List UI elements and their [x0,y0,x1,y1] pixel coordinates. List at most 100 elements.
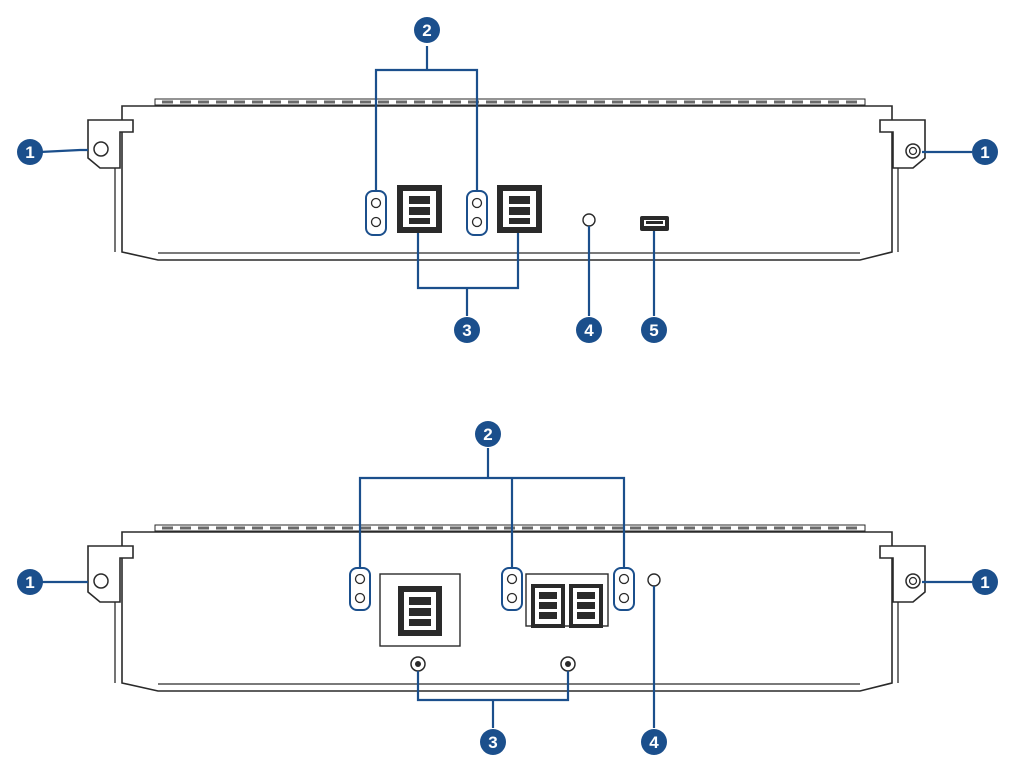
top-grille-slot [234,100,245,104]
bottom-grille-slot [162,526,173,530]
bottom-grille-slot [666,526,677,530]
top-grille-slot [540,100,551,104]
bottom-led-pair-left [349,567,371,611]
top-port-left[interactable] [397,185,442,233]
top-grille-slot [342,100,353,104]
top-grille-slot [522,100,533,104]
bottom-status-indicator [647,573,661,587]
svg-text:1: 1 [25,143,34,162]
bottom-grille-slot [198,526,209,530]
top-grille-slot [288,100,299,104]
bottom-callout-handle-right: 1 [972,569,998,595]
bottom-callout-status-indicator: 4 [641,729,667,755]
bottom-grille-slot [576,526,587,530]
bottom-callout-port-leds: 2 [475,421,501,447]
bottom-grille-slot [774,526,785,530]
svg-text:1: 1 [25,573,34,592]
top-grille-slot [468,100,479,104]
bottom-grille-slot [324,526,335,530]
bottom-grille-slot [648,526,659,530]
top-led-pair-right [466,190,488,236]
bottom-module-panel [121,531,893,692]
bottom-grille-slot [360,526,371,530]
top-grille-slot [810,100,821,104]
top-grille-slot [558,100,569,104]
top-callout-handle-left: 1 [17,139,43,165]
top-grille-slot [360,100,371,104]
bottom-port-left[interactable] [379,573,461,672]
bottom-right-handle[interactable] [879,545,926,603]
svg-text:4: 4 [649,733,659,752]
bottom-grille-slot [558,526,569,530]
bottom-grille-slot [414,526,425,530]
bottom-grille-slot [486,526,497,530]
top-module: 1 1 2 3 4 5 [17,17,998,343]
bottom-grille-slot [720,526,731,530]
top-port-right[interactable] [497,185,542,233]
bottom-grille-slot [468,526,479,530]
top-grille-slot [162,100,173,104]
bottom-grille-slot [846,526,857,530]
top-grille-slot [702,100,713,104]
top-grille-slot [630,100,641,104]
top-grille-slot [216,100,227,104]
top-led-pair-left [365,190,387,236]
top-serial-port[interactable] [640,216,669,231]
svg-text:2: 2 [422,21,431,40]
top-grille-slot [756,100,767,104]
bottom-grille-slot [216,526,227,530]
top-grille-slot [432,100,443,104]
top-grille-slot [198,100,209,104]
bottom-grille-slot [630,526,641,530]
top-grille-slot [324,100,335,104]
svg-text:1: 1 [980,143,989,162]
top-grille-slot [792,100,803,104]
top-right-handle[interactable] [879,119,926,169]
bottom-callout-handle-left: 1 [17,569,43,595]
top-grille-slot [414,100,425,104]
svg-text:2: 2 [483,425,492,444]
svg-text:5: 5 [649,321,658,340]
top-left-handle[interactable] [87,119,134,169]
bottom-grille-slot [540,526,551,530]
bottom-grille-slot [756,526,767,530]
top-grille-slot [594,100,605,104]
bottom-grille-slot [342,526,353,530]
top-callout-port-leds: 2 [414,17,440,43]
top-grille-slot [648,100,659,104]
top-grille-slot [576,100,587,104]
bottom-grille-slot [252,526,263,530]
top-module-panel [121,105,893,261]
bottom-grille-slot [234,526,245,530]
top-grille-slot [180,100,191,104]
top-callout-ports: 3 [454,317,480,343]
top-grille-slot [684,100,695,104]
bottom-module-grille [154,524,866,532]
svg-text:3: 3 [462,321,471,340]
top-grille-slot [270,100,281,104]
bottom-led-pair-middle [501,567,523,611]
top-grille-slot [666,100,677,104]
top-grille-slot [306,100,317,104]
bottom-grille-slot [396,526,407,530]
bottom-led-pair-right [613,567,635,611]
bottom-grille-slot [504,526,515,530]
top-leader-lines [39,46,972,316]
top-grille-slot [846,100,857,104]
bottom-grille-slot [450,526,461,530]
bottom-grille-slot [738,526,749,530]
bottom-grille-slot [684,526,695,530]
bottom-callout-ports: 3 [480,729,506,755]
bottom-grille-slot [180,526,191,530]
bottom-grille-slot [522,526,533,530]
top-status-indicator [582,213,596,227]
top-grille-slot [774,100,785,104]
top-grille-slot [396,100,407,104]
bottom-left-handle[interactable] [87,545,134,603]
top-callout-handle-right: 1 [972,139,998,165]
top-callout-serial-port: 5 [641,317,667,343]
top-grille-slot [252,100,263,104]
svg-text:3: 3 [488,733,497,752]
bottom-port-right[interactable] [525,573,609,672]
bottom-grille-slot [270,526,281,530]
